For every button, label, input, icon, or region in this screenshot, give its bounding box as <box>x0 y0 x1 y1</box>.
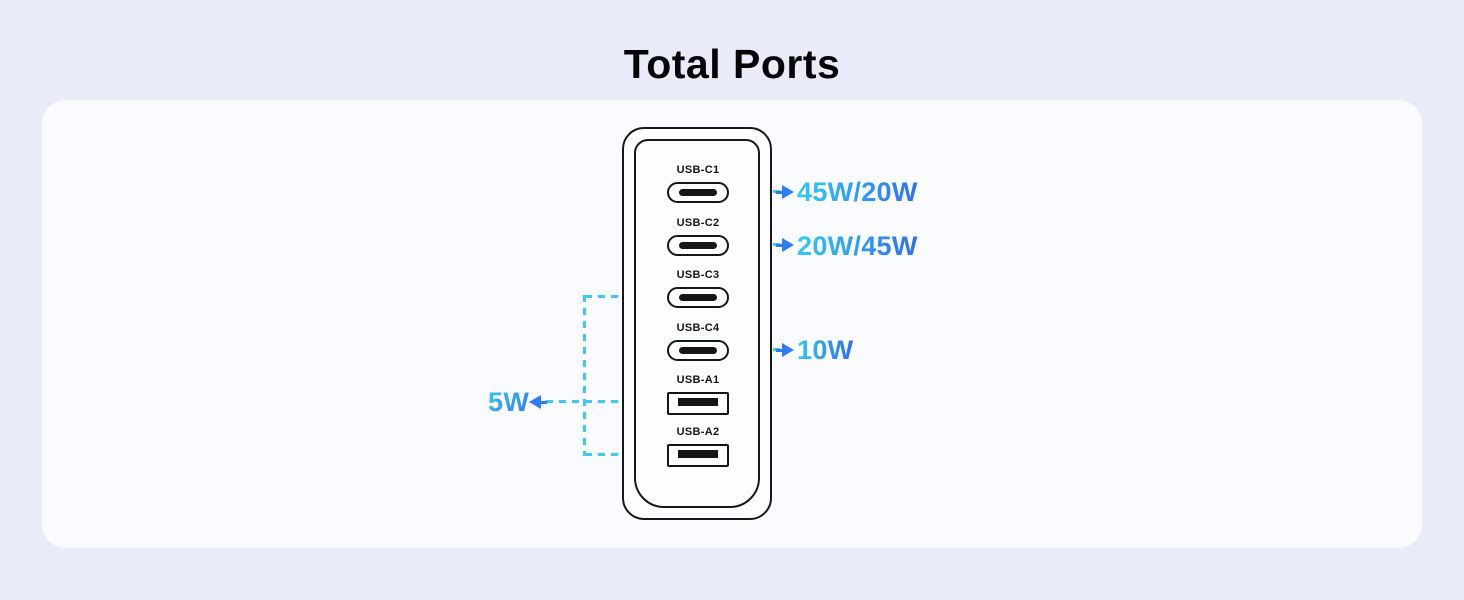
usb-c-pin-bar <box>679 189 717 196</box>
port-label: USB-C4 <box>676 322 720 334</box>
dashed-connector-vertical <box>583 295 586 456</box>
port-label: USB-A2 <box>676 426 720 438</box>
dashed-connector-usb-a1 <box>546 400 665 403</box>
usb-a-pin-bar <box>678 450 718 458</box>
usb-a-port-icon <box>667 392 729 415</box>
port-group-usb-c2: USB-C2 <box>665 217 731 256</box>
usb-a-pin-bar <box>678 398 718 406</box>
port-label: USB-C2 <box>676 217 720 229</box>
arrow-right-icon <box>776 185 794 199</box>
usb-c-pin-bar <box>679 347 717 354</box>
port-label: USB-C3 <box>676 269 720 281</box>
port-group-usb-c4: USB-C4 <box>665 322 731 361</box>
arrow-right-icon <box>776 343 794 357</box>
charger-face-outline <box>634 139 760 508</box>
page-title: Total Ports <box>623 41 841 87</box>
usb-c-port-icon <box>667 340 729 361</box>
usb-a-port-icon <box>667 444 729 467</box>
port-label: USB-C1 <box>676 164 720 176</box>
arrow-right-icon <box>776 238 794 252</box>
port-label: USB-A1 <box>676 374 720 386</box>
power-label-usb-c1: 45W/20W <box>797 177 918 207</box>
usb-c-port-icon <box>667 287 729 308</box>
port-group-usb-a2: USB-A2 <box>665 426 731 467</box>
usb-c-pin-bar <box>679 294 717 301</box>
usb-c-port-icon <box>667 235 729 256</box>
power-label-shared-5w: 5W <box>488 387 530 417</box>
power-label-usb-c2: 20W/45W <box>797 231 918 261</box>
port-group-usb-a1: USB-A1 <box>665 374 731 415</box>
usb-c-pin-bar <box>679 242 717 249</box>
port-group-usb-c1: USB-C1 <box>665 164 731 203</box>
usb-c-port-icon <box>667 182 729 203</box>
port-group-usb-c3: USB-C3 <box>665 269 731 308</box>
arrow-left-icon <box>529 395 547 409</box>
power-label-usb-c4: 10W <box>797 335 854 365</box>
